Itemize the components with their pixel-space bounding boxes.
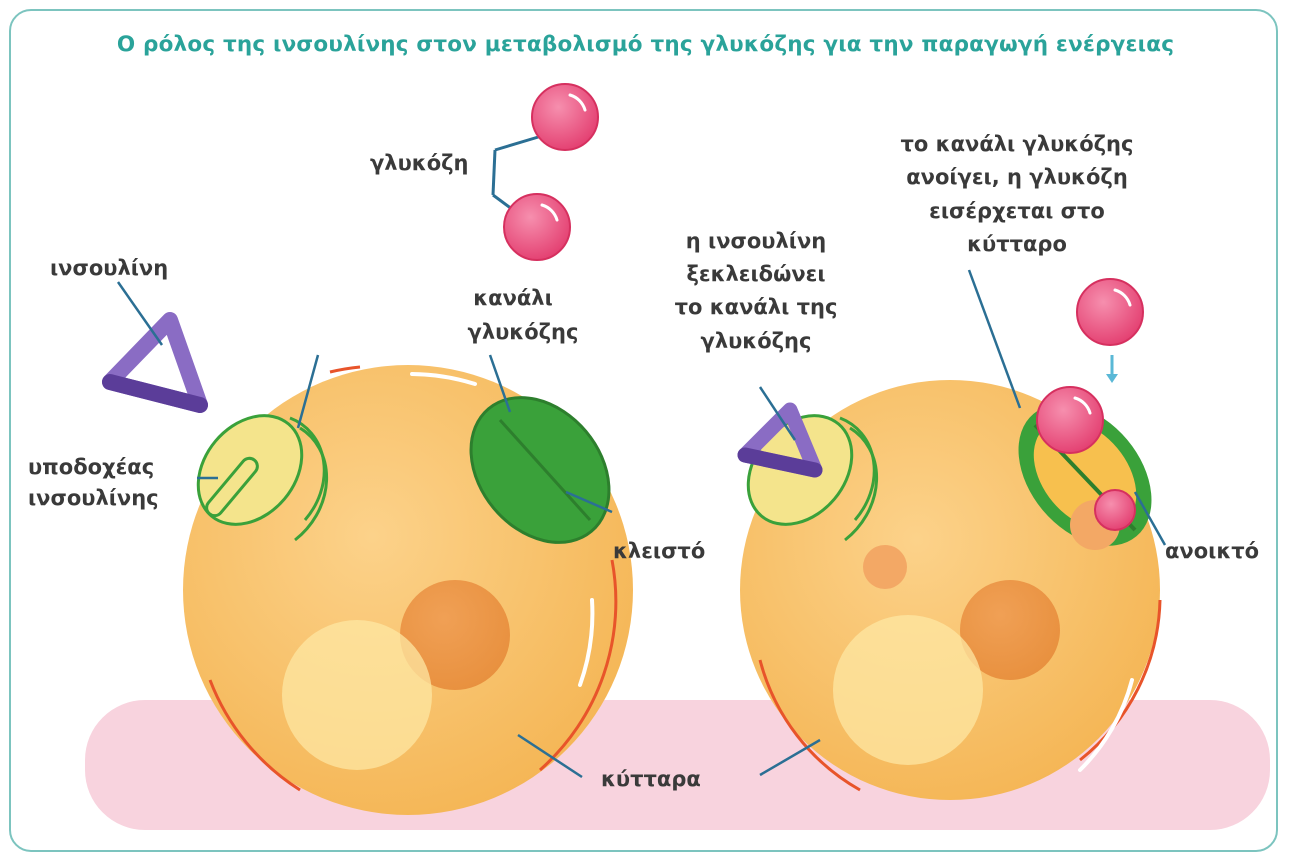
entry-arrow-icon: [1106, 355, 1118, 383]
label-opens-line2: ανοίγει, η γλυκόζη: [906, 165, 1128, 189]
label-unlocks-line3: το κανάλι της: [675, 295, 838, 319]
label-closed: κλειστό: [613, 539, 705, 563]
label-channel-line1: κανάλι: [473, 286, 553, 310]
label-glucose: γλυκόζη: [370, 151, 468, 175]
label-unlocks-line4: γλυκόζης: [701, 329, 812, 353]
glucose-pair: [493, 84, 598, 260]
label-open: ανοικτό: [1165, 539, 1259, 563]
label-cells: κύτταρα: [601, 767, 701, 791]
insulin-free: [110, 320, 200, 405]
right-cell-vacuole: [833, 615, 983, 765]
left-cell-vacuole: [282, 620, 432, 770]
glucose-incoming: [1077, 279, 1143, 345]
label-opens-line4: κύτταρο: [967, 232, 1067, 256]
label-opens-line1: το κανάλι γλυκόζης: [901, 132, 1134, 156]
label-receptor-line1: υποδοχέας: [28, 455, 154, 479]
label-receptor-line2: ινσουλίνης: [28, 486, 159, 510]
label-unlocks-line2: ξεκλειδώνει: [686, 262, 825, 286]
label-insulin: ινσουλίνη: [50, 256, 168, 280]
label-opens-line3: εισέρχεται στο: [929, 199, 1105, 223]
label-channel-line2: γλυκόζης: [468, 320, 579, 344]
label-unlocks-line1: η ινσουλίνη: [686, 229, 826, 253]
right-cell-vesicle: [863, 545, 907, 589]
